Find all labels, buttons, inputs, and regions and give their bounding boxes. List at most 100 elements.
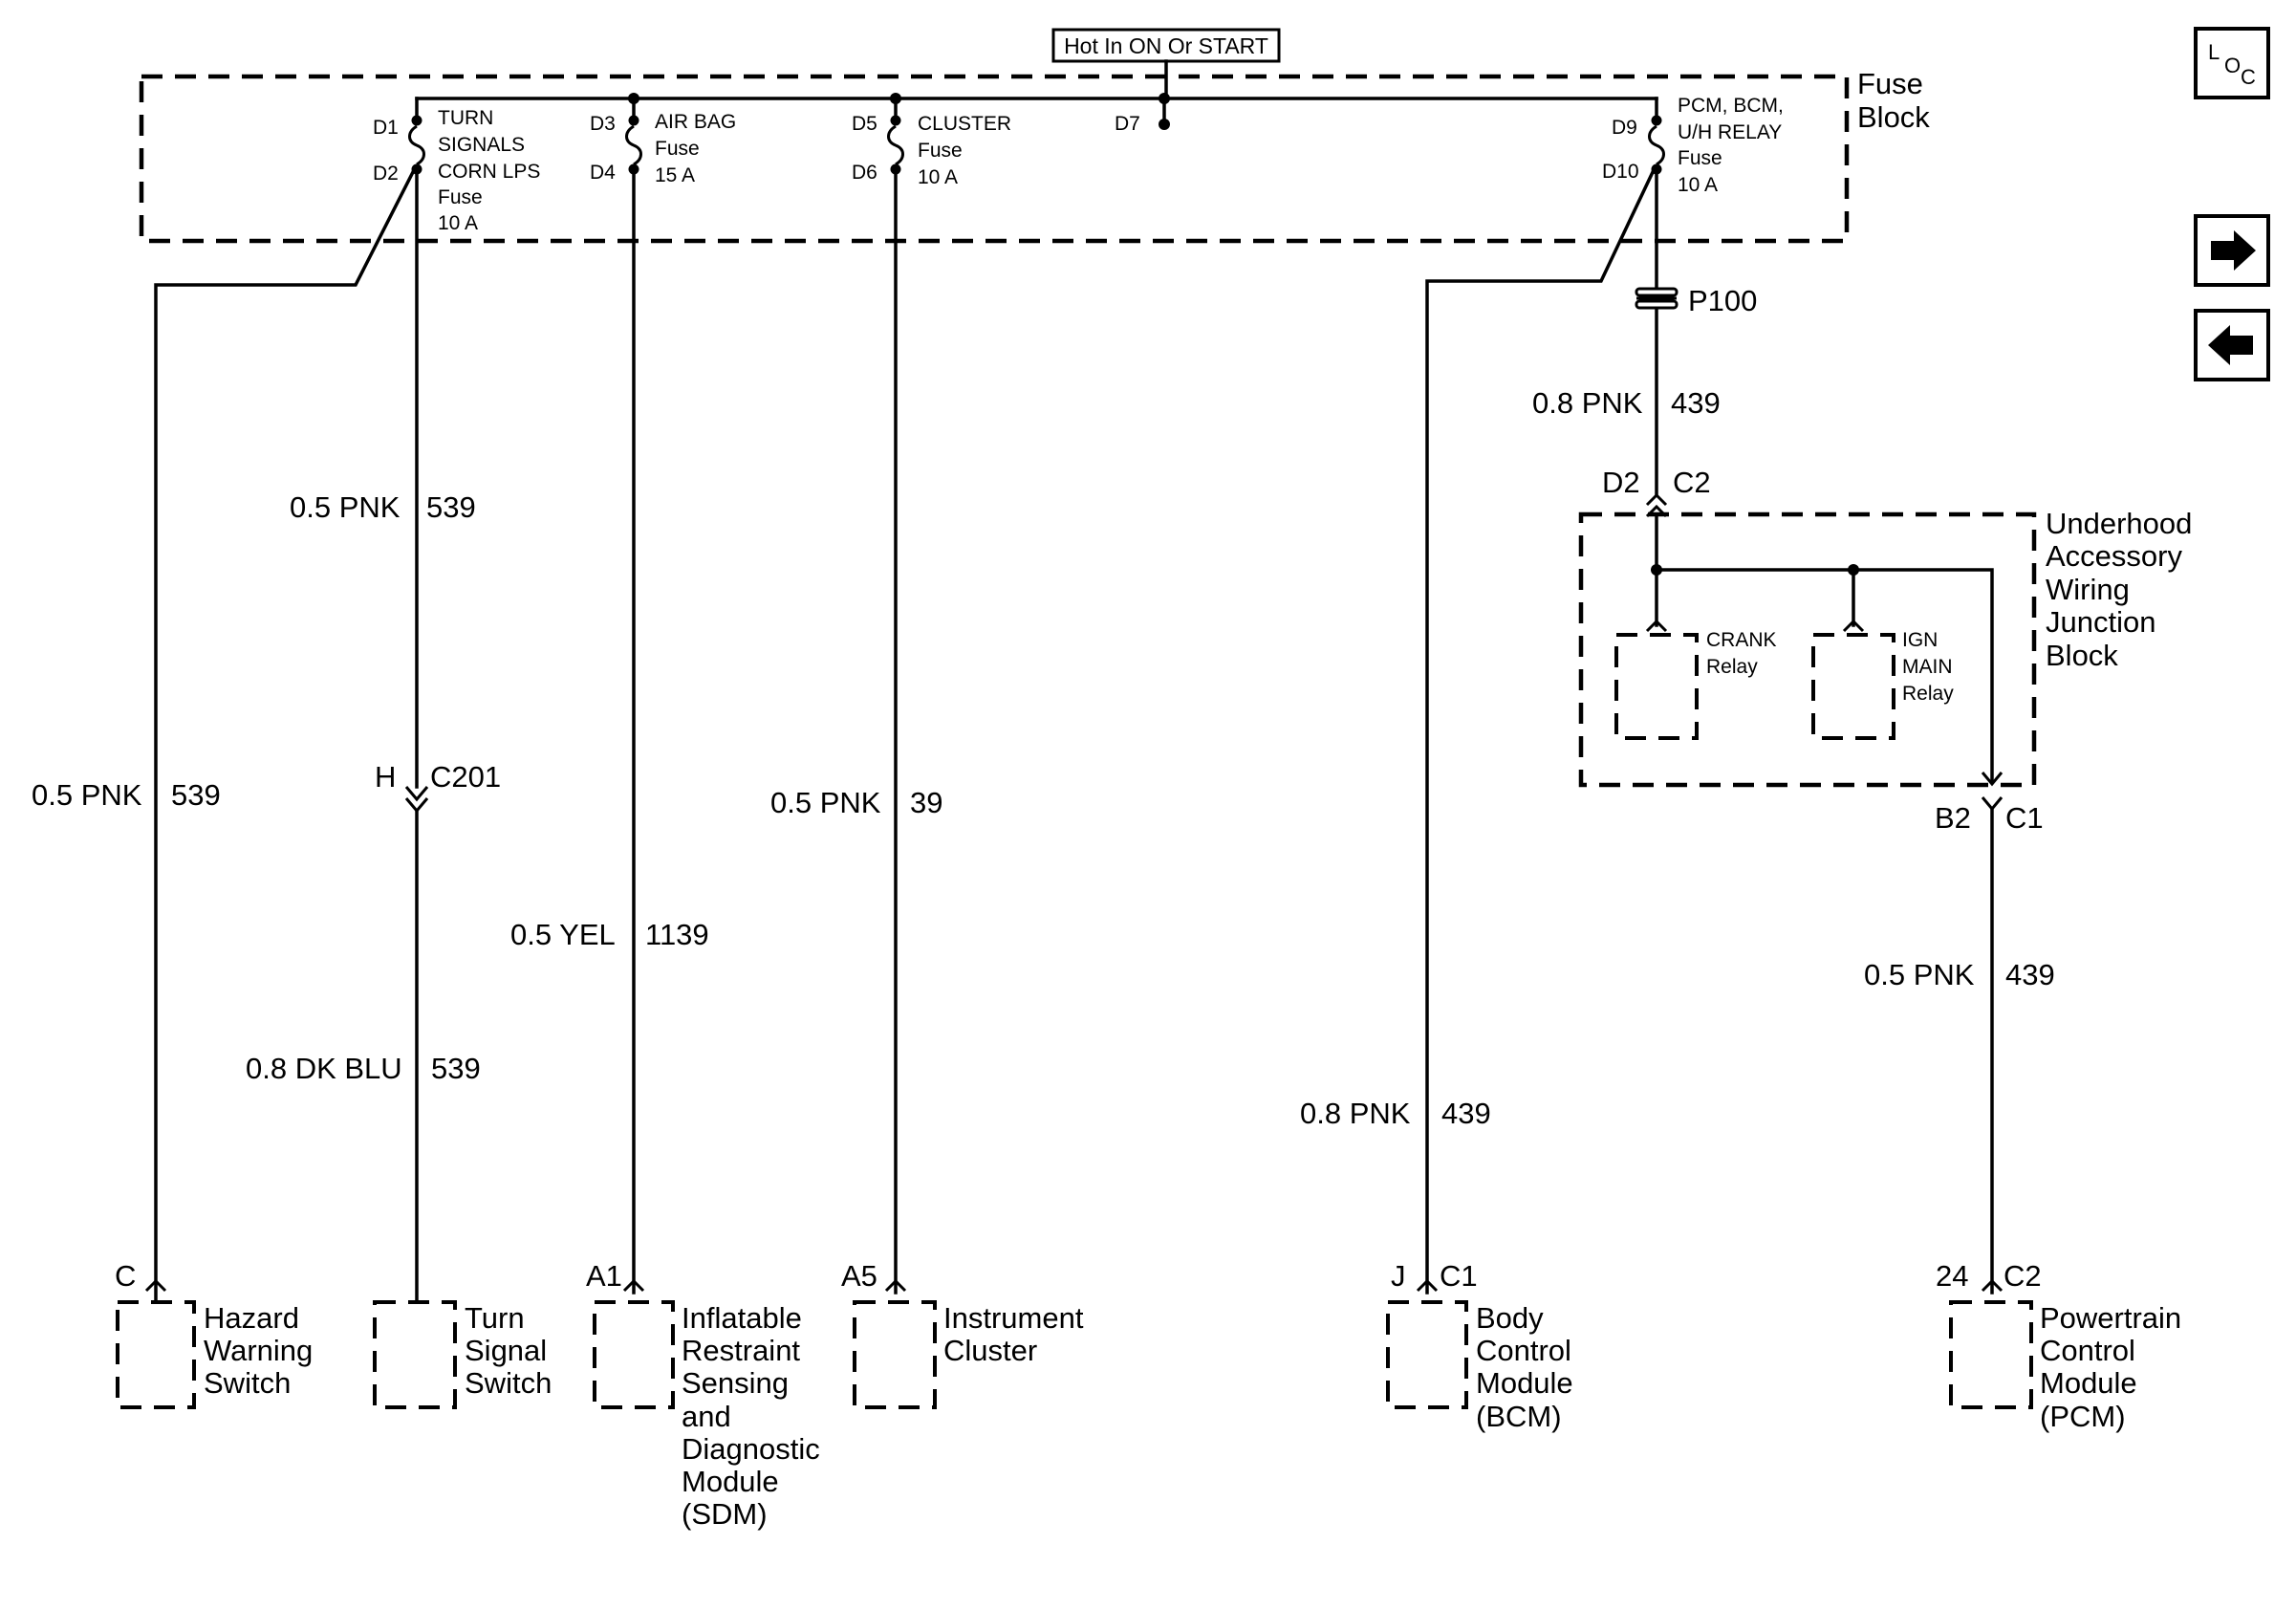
wire-sdm-circuit: 1139 (645, 918, 709, 951)
pin-d9: D9 (1612, 117, 1637, 139)
fuse-pcm-bcm-label: PCM, BCM, U/H RELAY Fuse 10 A (1678, 95, 1784, 196)
svg-text:Powertrain: Powertrain (2040, 1301, 2181, 1335)
fuse-air-bag-label: AIR BAG Fuse 15 A (655, 111, 736, 186)
svg-text:Signal: Signal (465, 1334, 547, 1367)
junction-in-pin: D2 (1602, 466, 1640, 499)
svg-text:15 A: 15 A (655, 164, 695, 186)
svg-text:Control: Control (1476, 1334, 1571, 1367)
svg-text:Switch: Switch (465, 1366, 552, 1400)
svg-text:(BCM): (BCM) (1476, 1400, 1562, 1433)
wire-hazard-circuit: 539 (171, 778, 221, 812)
sdm-pin: A1 (586, 1259, 622, 1293)
pin-d2: D2 (373, 163, 399, 185)
crank-relay-label-2: Relay (1706, 656, 1758, 678)
power-source-text: Hot In ON Or START (1064, 33, 1268, 58)
cluster-pin: A5 (841, 1259, 877, 1293)
bcm-conn: C1 (1440, 1259, 1478, 1293)
next-page-button[interactable] (2194, 214, 2270, 287)
wire-cluster-circuit: 39 (910, 786, 942, 819)
wire-cluster-color: 0.5 PNK (770, 786, 881, 819)
fuse-cluster (887, 115, 904, 175)
svg-text:TURN: TURN (438, 107, 493, 129)
svg-text:Fuse: Fuse (1678, 147, 1722, 169)
svg-text:Inflatable: Inflatable (682, 1301, 802, 1335)
crank-relay (1614, 619, 1699, 740)
instrument-cluster (853, 1278, 937, 1409)
svg-text:U/H RELAY: U/H RELAY (1678, 121, 1782, 143)
powertrain-control-module (1949, 1278, 2033, 1409)
pin-d3: D3 (590, 113, 616, 135)
svg-text:Accessory: Accessory (2046, 539, 2182, 573)
svg-text:Cluster: Cluster (943, 1334, 1037, 1367)
loc-button[interactable]: L O C (2194, 27, 2270, 99)
svg-text:(PCM): (PCM) (2040, 1400, 2126, 1433)
svg-text:10 A: 10 A (918, 166, 958, 188)
fuse-block-label-2: Block (1857, 100, 1930, 134)
pin-d10: D10 (1602, 161, 1639, 183)
svg-text:Restraint: Restraint (682, 1334, 800, 1367)
hazard-pin: C (115, 1259, 136, 1293)
svg-text:and: and (682, 1400, 731, 1433)
splice-p100-label: P100 (1688, 284, 1757, 317)
svg-text:Module: Module (682, 1465, 779, 1498)
ign-relay-label-1: IGN (1902, 629, 1938, 651)
wire-turn-blu-color: 0.8 DK BLU (246, 1052, 402, 1085)
fuse-turn-signals (408, 115, 425, 175)
junction-out-conn: C1 (2005, 801, 2044, 835)
connector-c201-pin: H (375, 760, 396, 794)
svg-text:Instrument: Instrument (943, 1301, 1084, 1335)
pin-d1: D1 (373, 117, 399, 139)
connector-c1-junction (1981, 796, 2004, 812)
svg-text:Hazard: Hazard (204, 1301, 299, 1335)
svg-text:Module: Module (1476, 1366, 1573, 1400)
wire-bcm-439 (1425, 169, 1656, 1295)
svg-text:O: O (2224, 54, 2241, 77)
wire-turn-circuit: 539 (426, 490, 476, 524)
wire-hazard-539 (154, 169, 416, 1304)
inflatable-restraint-sdm (593, 1278, 675, 1409)
svg-text:AIR BAG: AIR BAG (655, 111, 736, 133)
bcm-pin: J (1391, 1259, 1406, 1293)
svg-text:Module: Module (2040, 1366, 2137, 1400)
svg-text:10 A: 10 A (438, 212, 478, 234)
ign-main-relay (1811, 619, 1895, 740)
svg-text:PCM, BCM,: PCM, BCM, (1678, 95, 1784, 117)
connector-c2-junction (1645, 492, 1668, 518)
wire-hazard-color: 0.5 PNK (32, 778, 142, 812)
wire-bcm-color: 0.8 PNK (1300, 1097, 1411, 1130)
svg-text:C: C (2241, 65, 2256, 89)
prev-page-button[interactable] (2194, 309, 2270, 381)
arrow-right-icon (2211, 230, 2256, 271)
crank-relay-label-1: CRANK (1706, 629, 1777, 651)
fuse-block-label-1: Fuse (1857, 67, 1923, 100)
svg-text:Warning: Warning (204, 1334, 313, 1367)
svg-text:Junction: Junction (2046, 605, 2155, 639)
pin-d4: D4 (590, 162, 616, 184)
junction-in-conn: C2 (1673, 466, 1711, 499)
junction-out-pin: B2 (1935, 801, 1971, 835)
fuse-cluster-label: CLUSTER Fuse 10 A (918, 113, 1011, 188)
connector-c201-name: C201 (430, 760, 501, 794)
wire-turn-color: 0.5 PNK (290, 490, 401, 524)
body-control-module (1386, 1278, 1468, 1409)
svg-text:Block: Block (2046, 639, 2118, 672)
svg-text:10 A: 10 A (1678, 174, 1718, 196)
svg-text:Fuse: Fuse (438, 186, 483, 208)
pin-d5: D5 (852, 113, 877, 135)
ign-relay-label-3: Relay (1902, 683, 1954, 705)
connector-c201 (404, 786, 429, 814)
junction-block-outline (1578, 511, 2037, 788)
splice-p100 (1635, 287, 1679, 310)
svg-text:L: L (2208, 40, 2220, 64)
svg-text:Underhood: Underhood (2046, 507, 2192, 540)
svg-text:Body: Body (1476, 1301, 1544, 1335)
pin-d7: D7 (1115, 113, 1140, 135)
wire-pcm-color: 0.5 PNK (1864, 958, 1975, 991)
svg-text:Turn: Turn (465, 1301, 525, 1335)
wire-sdm-color: 0.5 YEL (510, 918, 616, 951)
svg-text:SIGNALS: SIGNALS (438, 134, 525, 156)
ign-relay-label-2: MAIN (1902, 656, 1953, 678)
junction-block-label: Underhood Accessory Wiring Junction Bloc… (2046, 507, 2192, 672)
svg-text:Switch: Switch (204, 1366, 291, 1400)
